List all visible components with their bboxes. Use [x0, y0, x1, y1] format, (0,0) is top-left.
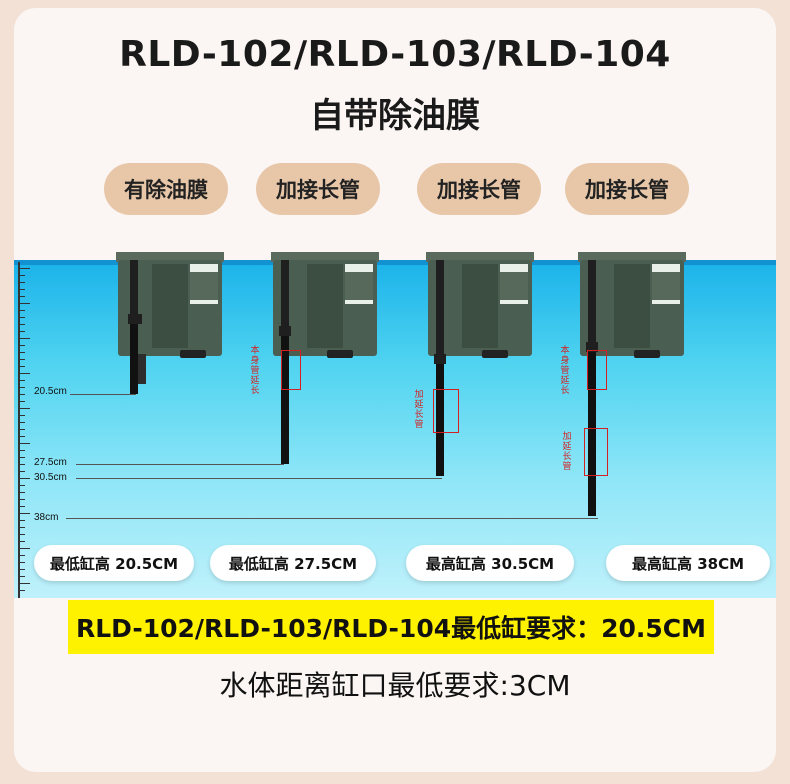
ruler-tick: [18, 499, 25, 500]
feature-pill-3: 加接长管: [417, 163, 541, 215]
measure-label-20-5: 20.5cm: [34, 386, 67, 397]
ruler-tick: [18, 429, 25, 430]
filter-unit-4: [578, 252, 686, 516]
ruler-tick: [18, 317, 25, 318]
ruler-tick: [18, 450, 25, 451]
filter-unit-3: [426, 252, 534, 476]
filter-unit-2: [271, 252, 379, 464]
ruler-tick: [18, 387, 25, 388]
ruler-tick: [18, 457, 25, 458]
ruler-tick: [18, 443, 30, 444]
min-height-label-4: 最高缸高 38CM: [606, 545, 770, 581]
ruler-tick: [18, 520, 25, 521]
guide-line-27-5: [76, 464, 284, 465]
ruler-tick: [18, 513, 30, 514]
annotation-added-extension-3: 加延长管: [414, 390, 424, 430]
annotation-body-extension-4: 本身管延长: [560, 346, 570, 396]
ruler-tick: [18, 352, 25, 353]
extension-box-4a: [587, 350, 607, 390]
ruler-tick: [18, 345, 25, 346]
ruler-tick: [18, 436, 25, 437]
page-subtitle: 自带除油膜: [310, 96, 480, 136]
ruler-tick: [18, 359, 25, 360]
extension-box-4b: [584, 428, 608, 476]
ruler-tick: [18, 569, 25, 570]
ruler-tick: [18, 576, 25, 577]
ruler-tick: [18, 289, 25, 290]
water-level-note: 水体距离缸口最低要求:3CM: [219, 669, 571, 702]
page-title: RLD-102/RLD-103/RLD-104: [119, 34, 671, 75]
ruler-tick: [18, 562, 25, 563]
filter-unit-1: [116, 252, 224, 394]
measure-label-38: 38cm: [34, 512, 59, 523]
extension-box-2: [281, 350, 301, 390]
ruler-tick: [18, 296, 25, 297]
ruler-tick: [18, 534, 25, 535]
water-surface: [14, 260, 776, 265]
ruler-tick: [18, 373, 30, 374]
ruler-tick: [18, 492, 25, 493]
ruler-tick: [18, 366, 25, 367]
ruler-tick: [18, 275, 25, 276]
feature-pill-4: 加接长管: [565, 163, 689, 215]
ruler-tick: [18, 471, 25, 472]
ruler-tick: [18, 506, 25, 507]
min-height-label-2: 最低缸高 27.5CM: [210, 545, 376, 581]
annotation-added-extension-4: 加延长管: [562, 432, 572, 472]
guide-line-30-5: [76, 478, 442, 479]
ruler-tick: [18, 478, 30, 479]
ruler-tick: [18, 408, 30, 409]
ruler: [18, 262, 20, 598]
ruler-tick: [18, 401, 25, 402]
ruler-tick: [18, 541, 25, 542]
ruler-tick: [18, 380, 25, 381]
ruler-tick: [18, 282, 25, 283]
ruler-tick: [18, 464, 25, 465]
ruler-tick: [18, 394, 25, 395]
ruler-tick: [18, 415, 25, 416]
ruler-tick: [18, 590, 25, 591]
measure-label-27-5: 27.5cm: [34, 457, 67, 468]
ruler-tick: [18, 555, 25, 556]
ruler-tick: [18, 485, 25, 486]
min-height-label-1: 最低缸高 20.5CM: [34, 545, 194, 581]
ruler-tick: [18, 310, 25, 311]
guide-line-38: [66, 518, 598, 519]
ruler-tick: [18, 331, 25, 332]
measure-label-30-5: 30.5cm: [34, 472, 67, 483]
ruler-tick: [18, 583, 30, 584]
annotation-body-extension-2: 本身管延长: [250, 346, 260, 396]
ruler-tick: [18, 303, 30, 304]
ruler-tick: [18, 548, 30, 549]
guide-line-20-5: [70, 394, 136, 395]
feature-pill-2: 加接长管: [256, 163, 380, 215]
ruler-tick: [18, 324, 25, 325]
min-height-label-3: 最高缸高 30.5CM: [406, 545, 574, 581]
extension-box-3: [433, 389, 459, 433]
ruler-tick: [18, 422, 25, 423]
feature-pill-1: 有除油膜: [104, 163, 228, 215]
ruler-tick: [18, 268, 30, 269]
ruler-tick: [18, 527, 25, 528]
ruler-tick: [18, 338, 30, 339]
requirement-banner: RLD-102/RLD-103/RLD-104最低缸要求：20.5CM: [68, 600, 714, 654]
